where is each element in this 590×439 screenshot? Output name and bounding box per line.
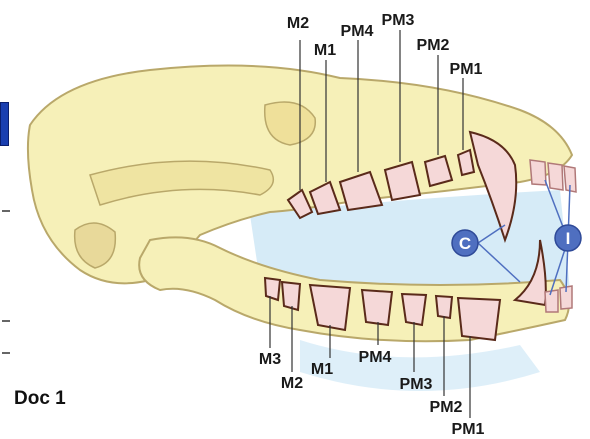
svg-text:I: I [566,229,571,248]
lower-label-pm4: PM4 [359,349,392,366]
upper-label-pm1: PM1 [450,61,483,78]
incisor-badge: I [555,225,581,251]
upper-label-pm4: PM4 [341,23,374,40]
lower-label-m2: M2 [281,375,303,392]
lower-label-pm3: PM3 [400,376,433,393]
lower-label-m1: M1 [311,361,333,378]
lower-label-pm2: PM2 [430,399,463,416]
svg-text:C: C [459,234,471,253]
upper-label-pm3: PM3 [382,12,415,29]
lower-label-m3: M3 [259,351,281,368]
upper-label-m1: M1 [314,42,336,59]
lower-label-pm1: PM1 [452,421,485,438]
document-label: Doc 1 [14,388,66,410]
canine-badge: C [452,230,478,256]
upper-label-m2: M2 [287,15,309,32]
upper-tooth-labels: M2 M1 PM4 PM3 PM2 PM1 [287,12,483,78]
upper-label-pm2: PM2 [417,37,450,54]
